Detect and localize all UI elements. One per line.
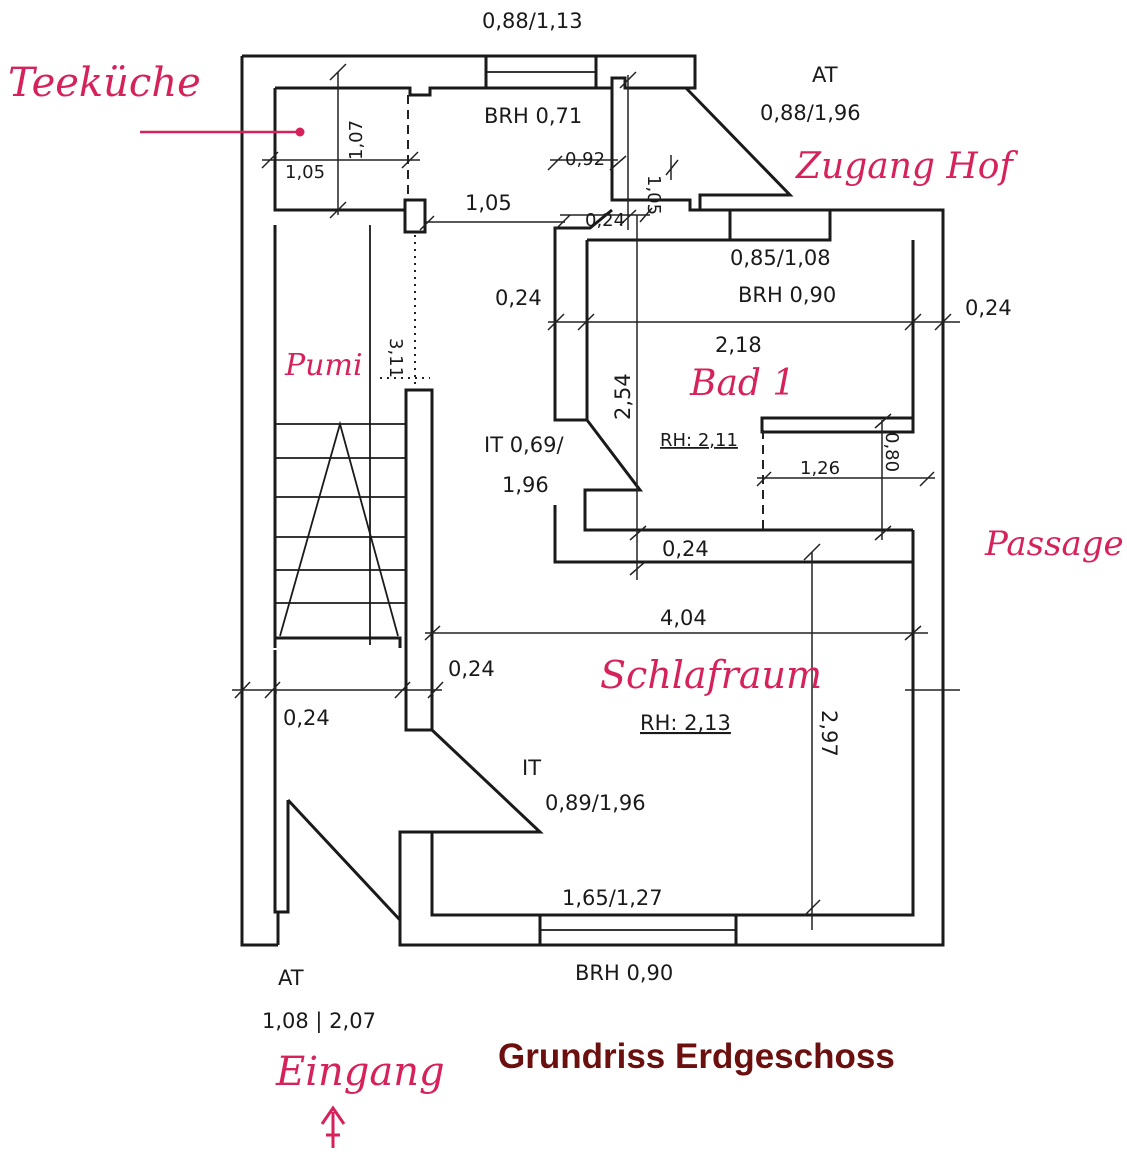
bottom-window-label: 1,65/1,27 (562, 886, 663, 910)
ink-labels: 0,88/1,13 BRH 0,71 AT 0,88/1,96 0,85/1,0… (262, 9, 1012, 1034)
room-label-teekueche: Teeküche (8, 60, 201, 106)
dim-bad-width: 2,18 (715, 333, 762, 357)
room-label-passage: Passage (984, 524, 1124, 564)
dim-wall-left: 0,24 (495, 286, 542, 310)
bottom-brh-label: BRH 0,90 (575, 961, 673, 985)
dim-wall-entry: 0,24 (283, 706, 330, 730)
at-entry-size: 1,08 | 2,07 (262, 1009, 376, 1034)
dim-room-width: 4,04 (660, 606, 707, 630)
dim-wall-bad: 0,24 (662, 537, 709, 561)
dim-tk-width: 1,05 (285, 162, 325, 183)
at-hof-size: 0,88/1,96 (760, 101, 861, 125)
dim-sill: 0,92 (565, 149, 605, 170)
at-entry-label: AT (278, 966, 304, 990)
schlaf-rh-label: RH: 2,13 (640, 711, 731, 735)
dim-wall-top: 0,24 (585, 210, 625, 231)
it-schlaf-line2: 0,89/1,96 (545, 791, 646, 815)
room-annotations: Teeküche Zugang Hof Pumi Bad 1 Schlafrau… (8, 60, 1124, 1148)
stairs (275, 225, 430, 645)
dim-pumi-length: 3,11 (385, 338, 406, 378)
dim-shower-126: 1,26 (800, 458, 840, 479)
dim-wall-right: 0,24 (965, 296, 1012, 320)
dim-room-depth: 2,97 (817, 710, 841, 757)
teekueche-pointer-dot (295, 127, 305, 137)
it-schlaf-line1: IT (522, 756, 541, 780)
room-label-bad: Bad 1 (689, 363, 795, 404)
bad-brh-label: BRH 0,90 (738, 283, 836, 307)
dim-h105: 1,05 (643, 175, 664, 215)
dim-shower-080: 0,80 (881, 432, 902, 472)
dim-bad-depth: 2,54 (611, 373, 635, 420)
brh-top-label: BRH 0,71 (484, 104, 582, 128)
room-label-schlafraum: Schlafraum (600, 653, 822, 697)
at-hof-label: AT (812, 63, 838, 87)
dim-hall: 1,05 (465, 191, 512, 215)
bad-rh-label: RH: 2,11 (660, 430, 738, 451)
bad-window-label: 0,85/1,08 (730, 246, 831, 270)
entrance-arrow-icon (320, 1105, 346, 1148)
room-label-eingang: Eingang (275, 1049, 445, 1095)
room-label-zugang-hof: Zugang Hof (795, 146, 1018, 187)
walls (240, 54, 945, 947)
room-label-pumi: Pumi (284, 348, 363, 383)
dim-wall-mid: 0,24 (448, 657, 495, 681)
dimension-lines (232, 63, 960, 930)
it-bad-line1: IT 0,69/ (484, 433, 564, 457)
top-window-label: 0,88/1,13 (482, 9, 583, 33)
dim-tk-height: 1,07 (346, 120, 367, 160)
plan-title: Grundriss Erdgeschoss (498, 1037, 895, 1076)
it-bad-line2: 1,96 (502, 473, 549, 497)
